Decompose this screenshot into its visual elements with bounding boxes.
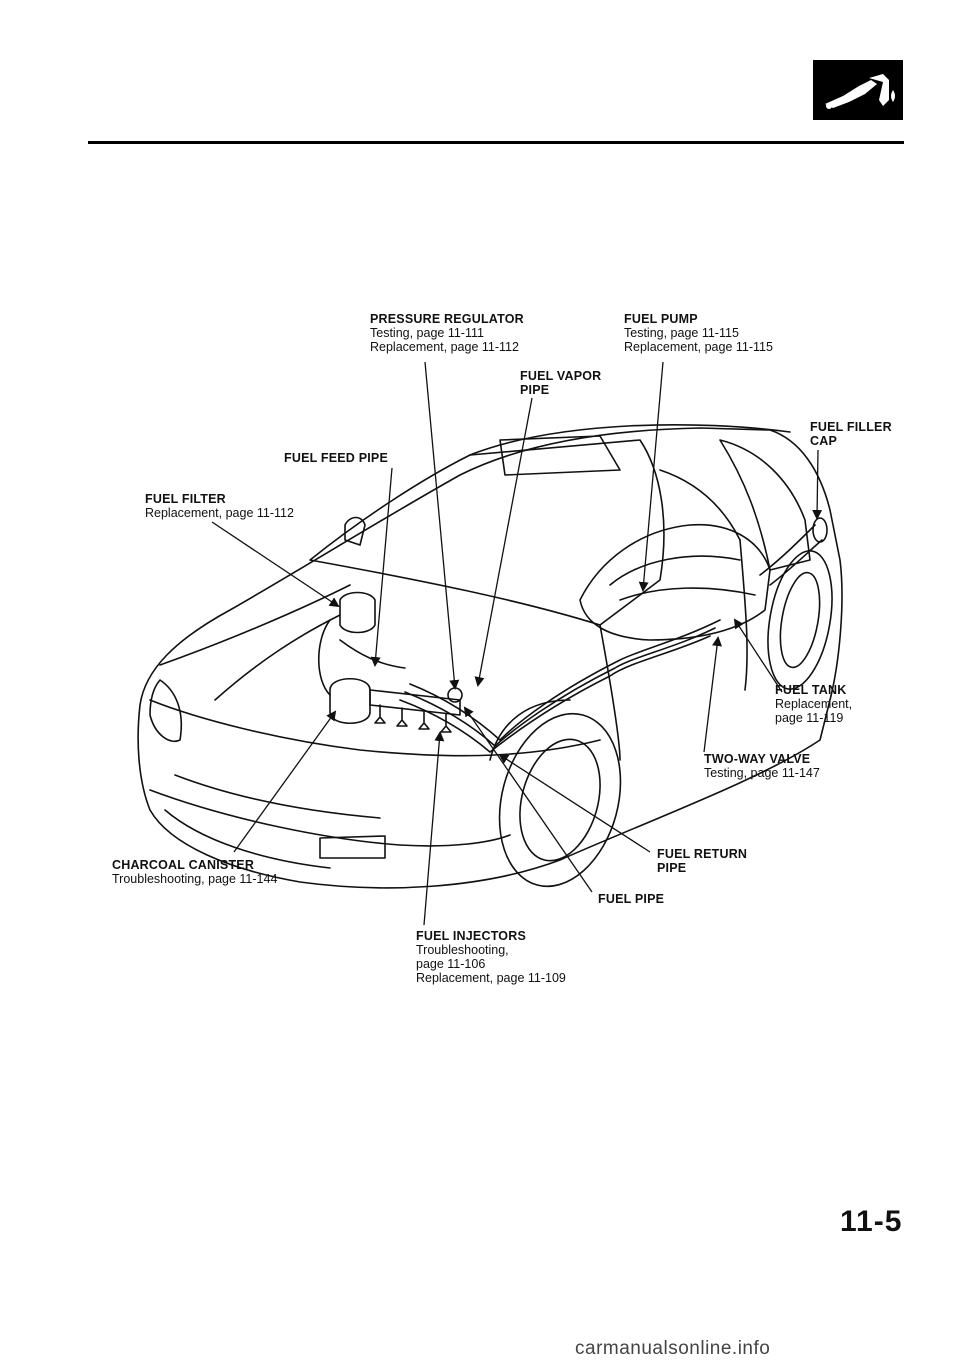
leader-fuel-filter [211, 521, 340, 608]
fuel-filter-part [339, 591, 376, 634]
rear-window [719, 439, 811, 571]
fuel-filler-cap-title-2: CAP [810, 434, 837, 448]
windshield [309, 439, 665, 626]
car-body-outline [137, 427, 843, 889]
fuel-injectors-line-1: Troubleshooting, [416, 943, 509, 957]
fuel-vapor-pipe-title-2: PIPE [520, 383, 550, 397]
fuel-filter-title: FUEL FILTER [145, 492, 226, 506]
leader-lines [211, 361, 823, 926]
fuel-injectors-title: FUEL INJECTORS [416, 929, 526, 943]
label-pressure-regulator: PRESSURE REGULATOR Testing, page 11-111 … [370, 312, 524, 354]
fuel-tank-line-1: Replacement, [775, 697, 853, 711]
fuel-pump-title: FUEL PUMP [624, 312, 698, 326]
rear-wheel [767, 550, 833, 690]
leader-charcoal-canister [233, 710, 337, 853]
fuel-return-pipe-title-1: FUEL RETURN [657, 847, 748, 861]
headlight [149, 679, 183, 742]
charcoal-canister-title: CHARCOAL CANISTER [112, 858, 255, 872]
leader-pressure-regulator [424, 361, 460, 690]
label-fuel-injectors: FUEL INJECTORS Troubleshooting, page 11-… [416, 929, 566, 985]
label-charcoal-canister: CHARCOAL CANISTER Troubleshooting, page … [112, 858, 277, 886]
pressure-regulator-title: PRESSURE REGULATOR [370, 312, 524, 326]
label-fuel-pipe: FUEL PIPE [598, 892, 664, 906]
leader-fuel-feed-pipe [370, 467, 393, 667]
leader-fuel-tank [733, 618, 783, 693]
fuel-return-pipe-title-2: PIPE [657, 861, 687, 875]
hood-line [159, 584, 351, 666]
fuel-pipe-title: FUEL PIPE [598, 892, 665, 906]
label-fuel-pump: FUEL PUMP Testing, page 11-115 Replaceme… [624, 312, 773, 354]
label-fuel-filler-cap: FUEL FILLER CAP [810, 420, 892, 448]
header-rule [88, 141, 904, 144]
fuel-pump-nozzle-icon [825, 74, 895, 109]
label-fuel-tank: FUEL TANK Replacement, page 11-119 [775, 683, 852, 725]
fuel-tank-line-2: page 11-119 [775, 711, 844, 725]
section-badge [813, 60, 903, 120]
pressure-regulator-line-1: Testing, page 11-111 [370, 326, 484, 340]
label-fuel-filter: FUEL FILTER Replacement, page 11-112 [145, 492, 294, 520]
leader-fuel-pump [638, 361, 664, 592]
fuel-injectors-line-2: page 11-106 [416, 957, 486, 971]
leader-fuel-filler-cap [812, 449, 823, 520]
front-bumper [149, 789, 511, 847]
fog-light [319, 835, 386, 859]
fuel-filter-line-1: Replacement, page 11-112 [145, 506, 294, 520]
fuel-vapor-pipe-title-1: FUEL VAPOR [520, 369, 602, 383]
fuel-filler-cap-title-1: FUEL FILLER [810, 420, 892, 434]
charcoal-canister-line-1: Troubleshooting, page 11-144 [112, 872, 278, 886]
leader-two-way-valve [703, 636, 722, 753]
fuel-tank-shape [579, 523, 771, 641]
sunroof [499, 435, 621, 476]
fuel-lines [499, 619, 721, 741]
label-fuel-feed-pipe: FUEL FEED PIPE [284, 451, 388, 465]
two-way-valve-title: TWO-WAY VALVE [704, 752, 811, 766]
leader-fuel-return-pipe [498, 753, 651, 853]
pressure-regulator-line-2: Replacement, page 11-112 [370, 340, 519, 354]
front-wheel [498, 712, 622, 888]
leader-fuel-pipe [463, 706, 593, 893]
side-mirror [344, 516, 366, 546]
fuel-feed-pipe-title: FUEL FEED PIPE [284, 451, 388, 465]
leader-fuel-injectors [423, 731, 445, 926]
label-two-way-valve: TWO-WAY VALVE Testing, page 11-147 [704, 752, 820, 780]
charcoal-canister-part [329, 678, 371, 724]
fuel-pump-line-1: Testing, page 11-115 [624, 326, 739, 340]
fuel-injectors-line-3: Replacement, page 11-109 [416, 971, 566, 985]
filler-neck [759, 524, 823, 586]
fuel-pump-line-2: Replacement, page 11-115 [624, 340, 773, 354]
label-fuel-vapor-pipe: FUEL VAPOR PIPE [520, 369, 601, 397]
two-way-valve-line-1: Testing, page 11-147 [704, 766, 820, 780]
fuel-tank-title: FUEL TANK [775, 683, 847, 697]
leader-fuel-vapor-pipe [474, 397, 533, 687]
page-number: 11-5 [840, 1205, 903, 1238]
label-fuel-return-pipe: FUEL RETURN PIPE [657, 847, 747, 875]
watermark: carmanualsonline.info [575, 1338, 771, 1359]
roof-line [469, 423, 791, 456]
